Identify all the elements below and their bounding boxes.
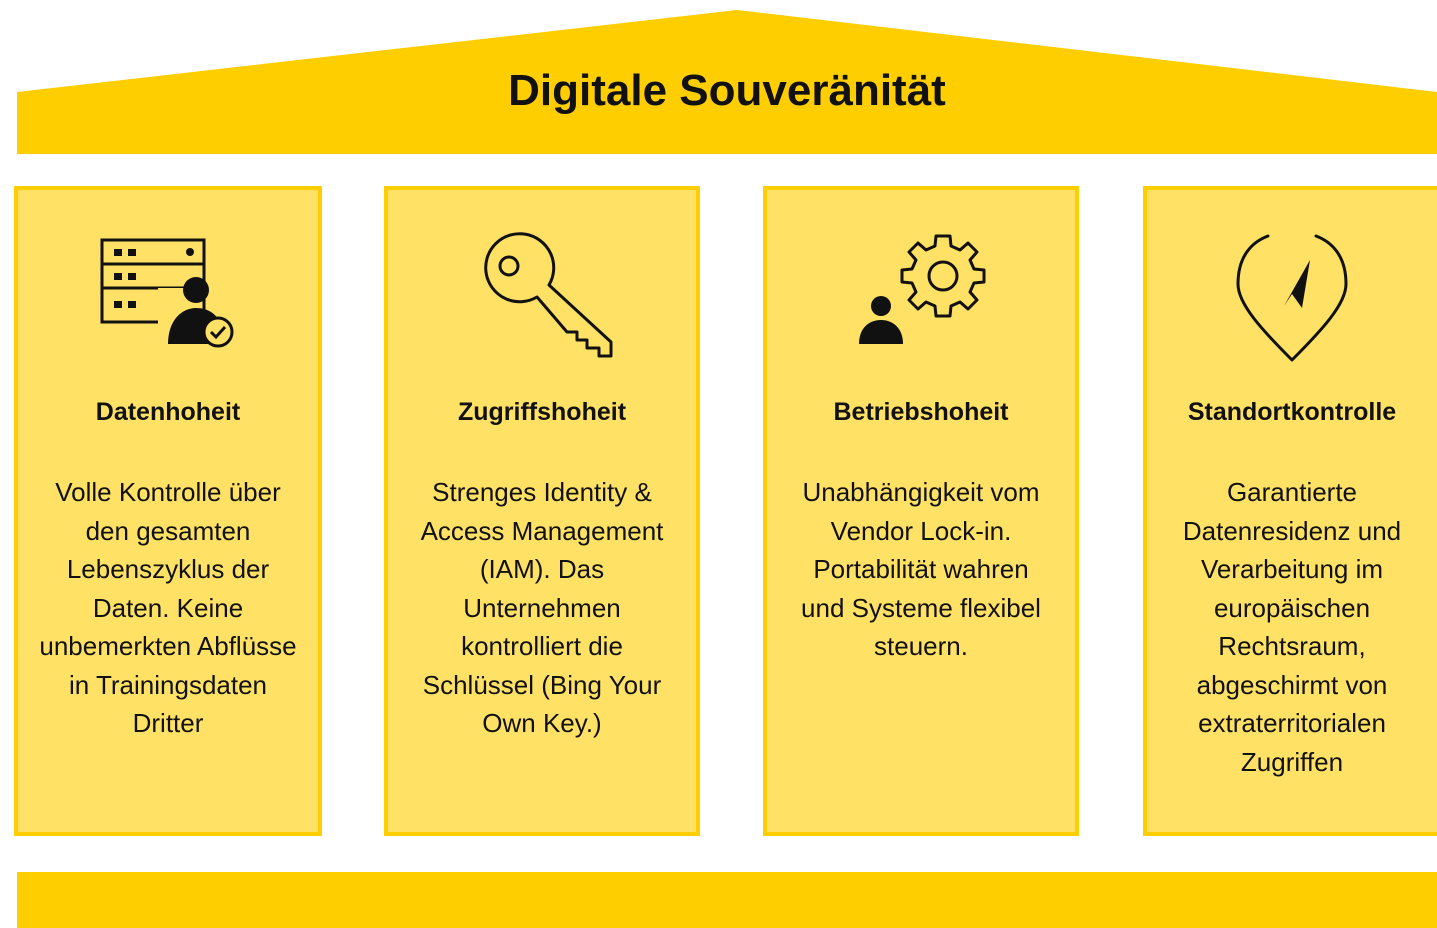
pillar-zugriffshoheit: Zugriffshoheit Strenges Identity & Acces… bbox=[384, 186, 700, 836]
user-gear-icon bbox=[767, 232, 1075, 362]
pillar-title: Zugriffshoheit bbox=[457, 398, 627, 426]
pillar-title: Datenhoheit bbox=[95, 398, 241, 426]
location-compass-icon bbox=[1147, 232, 1437, 362]
key-icon bbox=[388, 232, 696, 362]
pillar-datenhoheit: Datenhoheit Volle Kontrolle über den ges… bbox=[14, 186, 322, 836]
pillar-description: Strenges Identity & Access Management (I… bbox=[420, 477, 664, 738]
pillar-description: Volle Kontrolle über den gesamten Lebens… bbox=[39, 477, 297, 738]
pillar-title: Standortkontrolle bbox=[1187, 398, 1397, 426]
pillar-description: Unabhängigkeit vom Vendor Lock-in. Porta… bbox=[801, 477, 1041, 661]
roof bbox=[17, 10, 1437, 154]
pillar-betriebshoheit: Betriebshoheit Unabhängigkeit vom Vendor… bbox=[763, 186, 1079, 836]
pillar-standortkontrolle: Standortkontrolle Garantierte Datenresid… bbox=[1143, 186, 1437, 836]
pillar-description: Garantierte Datenresidenz und Verarbeitu… bbox=[1182, 477, 1402, 777]
server-user-check-icon bbox=[18, 232, 318, 362]
pillar-title: Betriebshoheit bbox=[833, 398, 1009, 426]
foundation-base bbox=[17, 872, 1437, 928]
page-title: Digitale Souveränität bbox=[508, 66, 946, 115]
